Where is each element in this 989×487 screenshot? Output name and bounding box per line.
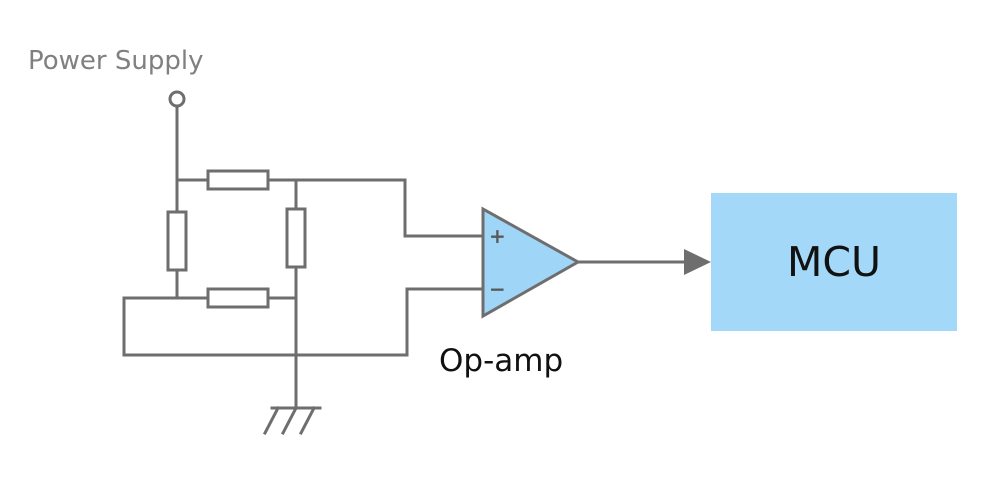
resistor-left	[166, 210, 188, 272]
power-supply-label: Power Supply	[28, 46, 203, 76]
opamp-triangle	[481, 206, 582, 319]
ground-icon	[262, 405, 322, 436]
opamp-minus-sign: −	[489, 277, 506, 301]
resistor-right	[285, 207, 307, 269]
resistor-top	[206, 169, 270, 191]
opamp-label: Op-amp	[439, 343, 563, 379]
power-terminal-icon	[168, 90, 186, 108]
arrow-right-icon	[684, 249, 711, 275]
resistor-bottom	[206, 287, 270, 309]
bridge-wiring	[122, 104, 688, 408]
opamp-plus-sign: +	[489, 224, 506, 248]
mcu-block	[711, 193, 957, 331]
mcu-label: MCU	[787, 238, 881, 286]
